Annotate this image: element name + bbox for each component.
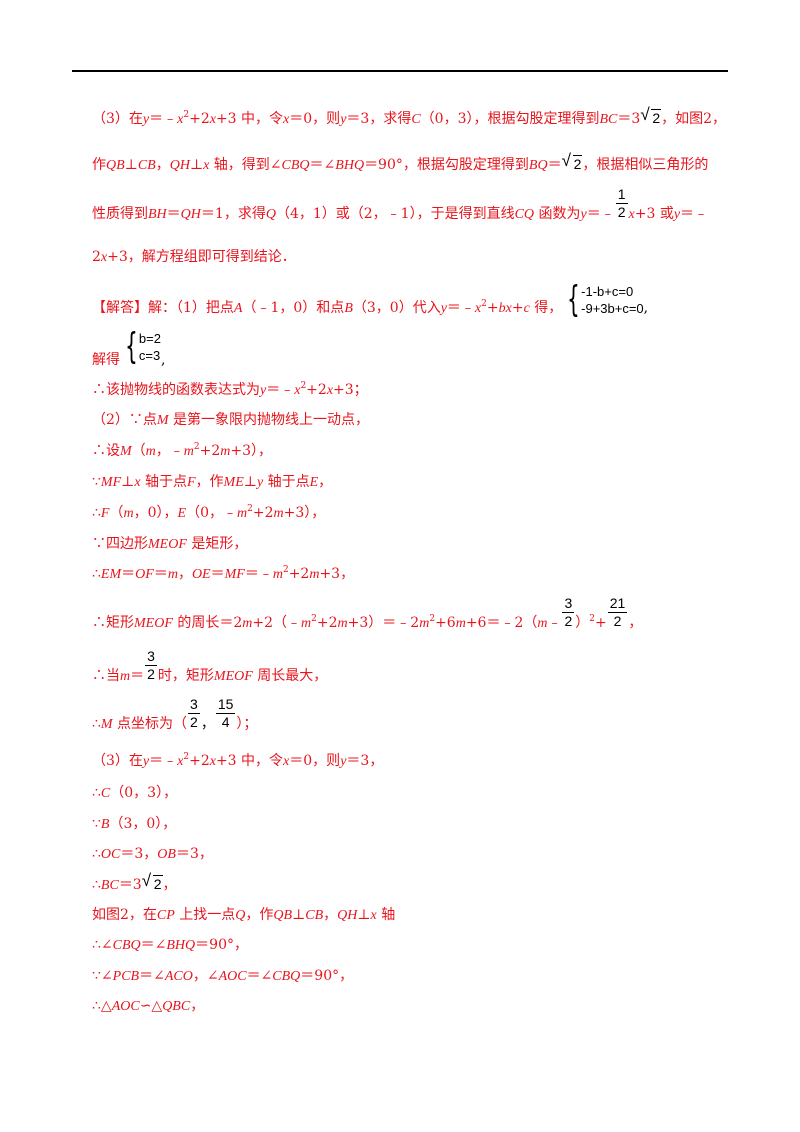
analysis-line-2: 作QB⊥CB，QH⊥x 轴，得到∠CBQ＝∠BHQ＝90°，根据勾股定理得到BQ… — [92, 151, 708, 176]
answer-line-16: ∴OC＝3，OB＝3， — [92, 846, 213, 862]
answer-line-3: ∴该抛物线的函数表达式为y＝﹣x2+2x+3； — [92, 381, 368, 399]
answer-line-4: （2）∵点M 是第一象限内抛物线上一动点， — [92, 412, 370, 428]
answer-line-1: 【解答】解：（1）把点A（﹣1，0）和点B（3，0）代入y＝﹣x2+bx+c 得… — [92, 279, 649, 320]
sqrt-symbol: 2 — [562, 151, 583, 174]
answer-line-19: ∴∠CBQ＝∠BHQ＝90°， — [92, 937, 248, 953]
sqrt-symbol: 2 — [640, 105, 662, 128]
analysis-line-1: （3）在y＝﹣x2+2x+3 中，令x＝0，则y＝3，求得C（0，3），根据勾股… — [92, 105, 726, 130]
answer-line-18: 如图2，在CP 上找一点Q，作QB⊥CB，QH⊥x 轴 — [92, 907, 396, 923]
answer-line-10: ∴矩形MEOF 的周长＝2m+2（﹣m2+2m+3）＝﹣2m2+6m+6＝﹣2（… — [92, 594, 643, 632]
answer-line-7: ∴F（m，0），E（0，﹣m2+2m+3）， — [92, 504, 326, 522]
answer-line-14: ∴C（0，3）， — [92, 785, 178, 801]
analysis-line-3: 性质得到BH＝QH＝1，求得Q（4，1）或（2，﹣1），于是得到直线CQ 函数为… — [92, 185, 709, 223]
answer-line-9: ∴EM＝OF＝m，OE＝MF＝﹣m2+2m+3， — [92, 565, 355, 583]
answer-line-13: （3）在y＝﹣x2+2x+3 中，令x＝0，则y＝3， — [92, 752, 384, 770]
answer-line-20: ∵∠PCB＝∠ACO，∠AOC＝∠CBQ＝90°， — [92, 968, 354, 984]
answer-line-5: ∴设M（m，﹣m2+2m+3）， — [92, 442, 273, 460]
header-rule — [72, 70, 728, 72]
answer-header: 【解答】 — [92, 300, 148, 316]
answer-line-6: ∵MF⊥x 轴于点F，作ME⊥y 轴于点E， — [92, 474, 333, 490]
answer-line-21: ∴△AOC∽△QBC， — [92, 998, 205, 1014]
answer-line-8: ∵四边形MEOF 是矩形， — [92, 536, 248, 552]
analysis-line-4: 2x+3，解方程组即可得到结论． — [92, 249, 296, 265]
answer-line-17: ∴BC＝32， — [92, 871, 177, 896]
answer-line-15: ∵B（3，0）， — [92, 816, 177, 832]
equation-system: {-1-b+c=0-9+3b+c=0 — [567, 279, 644, 320]
sqrt-symbol: 2 — [142, 871, 163, 894]
